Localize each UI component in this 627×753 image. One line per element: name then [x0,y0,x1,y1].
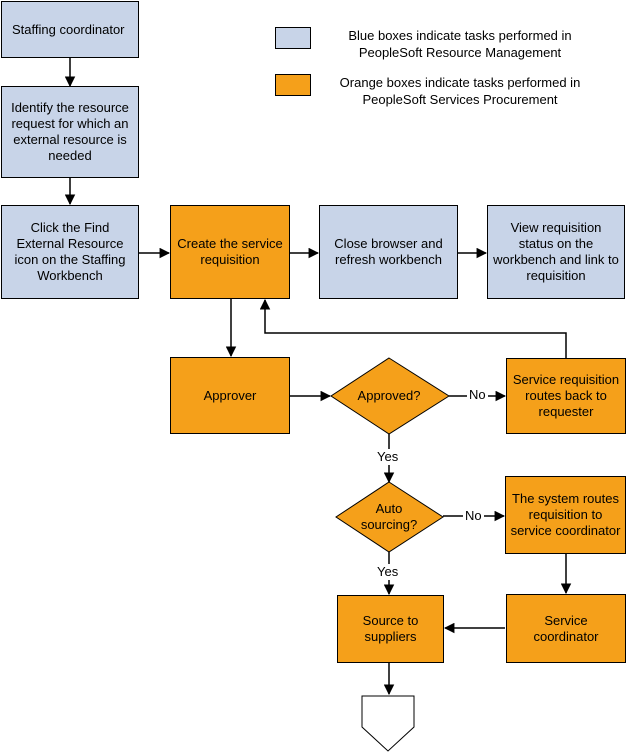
service-coordinator-box: Service coordinator [506,594,626,663]
close-browser-box: Close browser and refresh workbench [319,205,458,299]
arrow-routes-back-to-create [259,298,567,358]
approved-label: Approved? [357,388,421,403]
legend-orange-text: Orange boxes indicate tasks performed in… [339,75,581,107]
approved-yes-label: Yes [375,449,401,465]
legend-blue-text: Blue boxes indicate tasks performed in P… [348,28,572,60]
legend-orange-swatch [275,74,311,96]
approver-box: Approver [170,357,290,434]
create-requisition-box: Create the service requisition [170,205,290,299]
approved-no-label: No [467,387,488,403]
approved-diamond [330,357,450,435]
view-status-box: View requisition status on the workbench… [487,205,625,299]
auto-sourcing-label: Auto sourcing? [360,501,418,532]
auto-yes-label: Yes [375,564,401,580]
legend-blue-swatch [275,27,311,49]
off-page-connector [361,695,415,752]
auto-no-label: No [463,508,484,524]
system-routes-box: The system routes requisition to service… [505,476,626,554]
routes-back-box: Service requisition routes back to reque… [506,358,626,434]
identify-request-box: Identify the resource request for which … [1,86,139,178]
click-find-external-box: Click the Find External Resource icon on… [1,205,139,299]
staffing-coordinator-box: Staffing coordinator [1,1,139,58]
auto-sourcing-diamond [335,481,444,553]
source-suppliers-box: Source to suppliers [337,595,444,663]
